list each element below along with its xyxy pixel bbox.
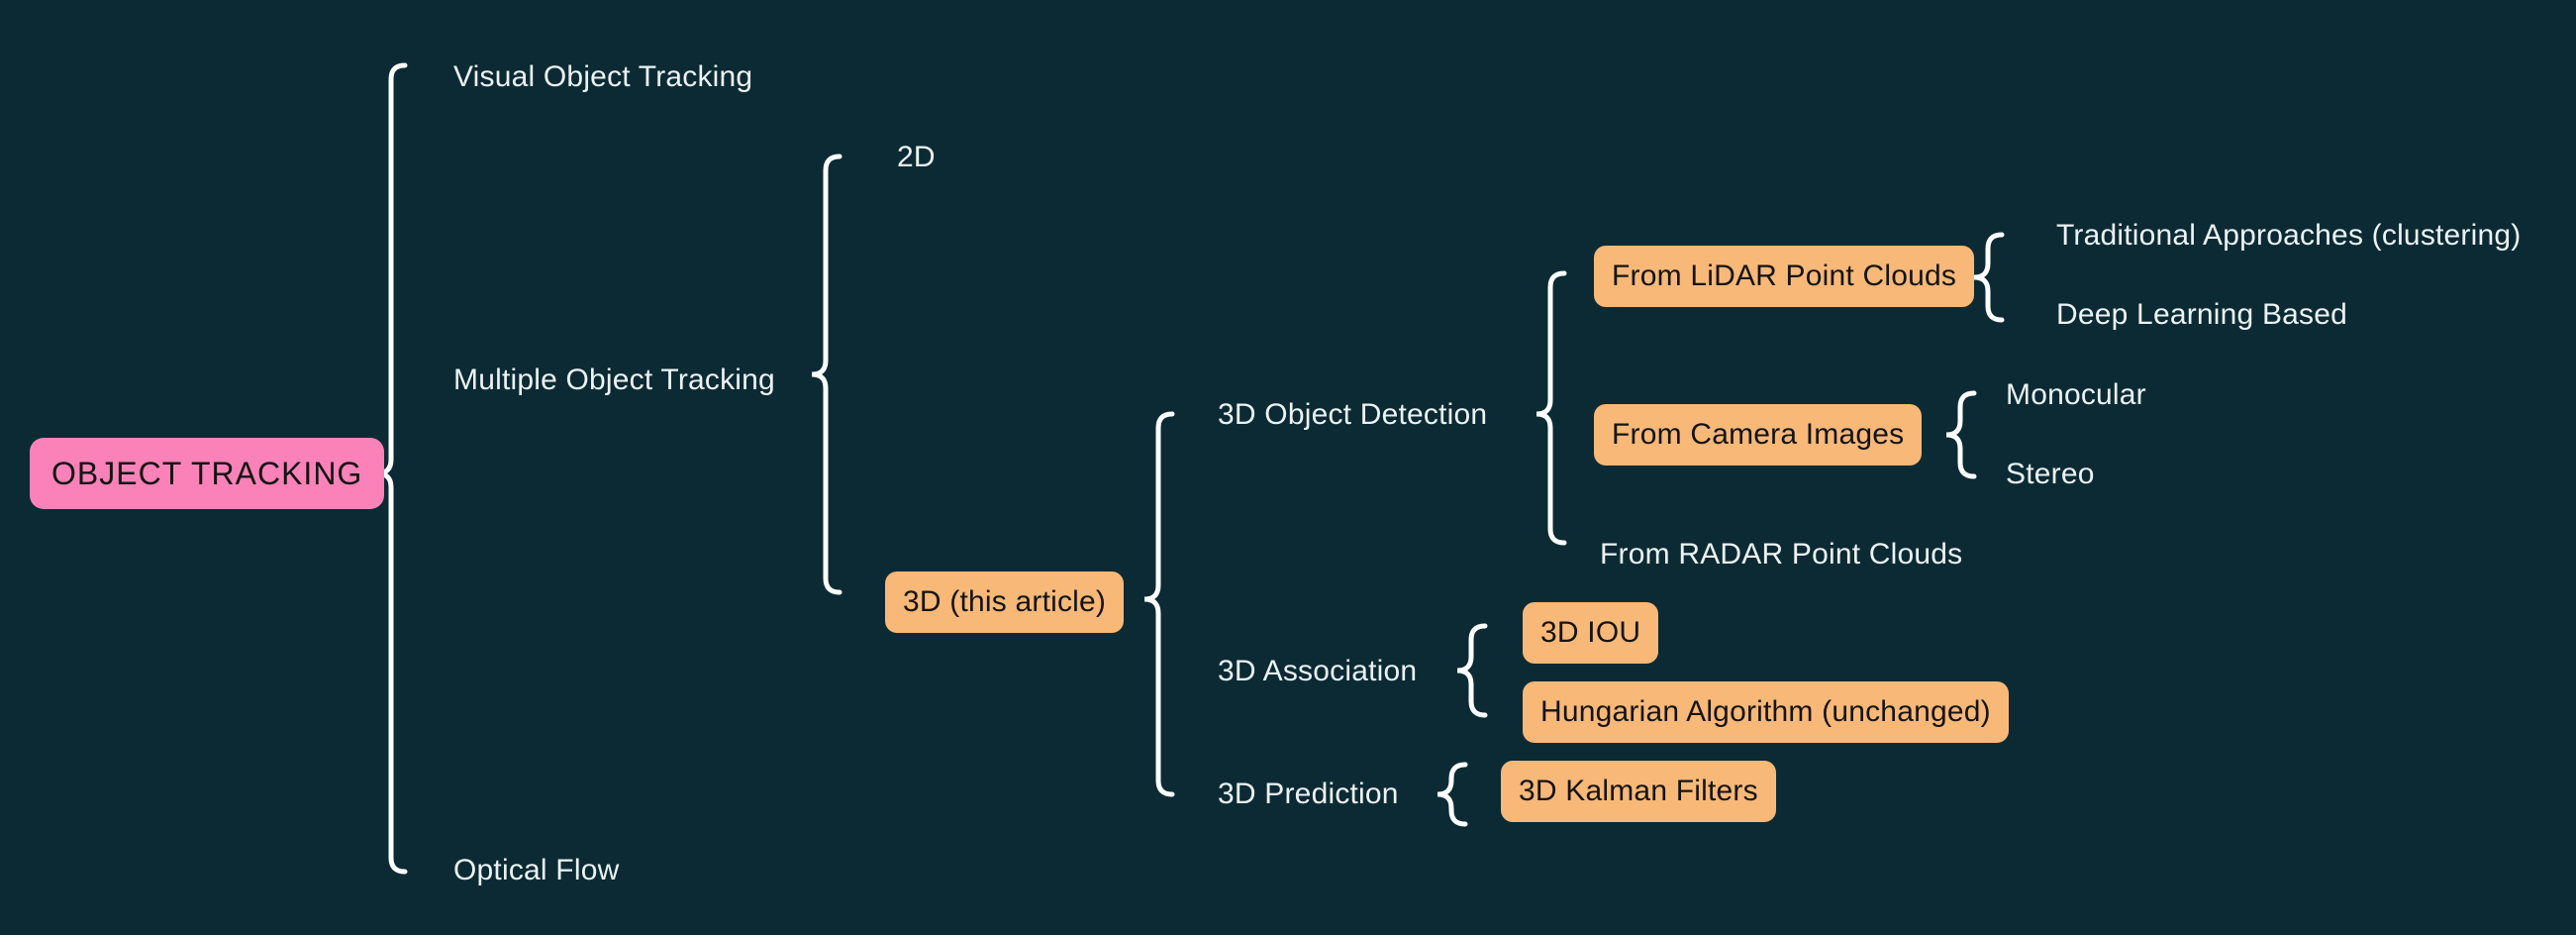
node-optical-flow[interactable]: Optical Flow xyxy=(453,854,620,886)
node-hungarian-algorithm[interactable]: Hungarian Algorithm (unchanged) xyxy=(1523,681,2009,743)
node-3d-this-article[interactable]: 3D (this article) xyxy=(885,571,1125,633)
brace-3d-association xyxy=(1456,623,1488,718)
brace-3d xyxy=(1143,411,1175,797)
brace-3d-object-detection xyxy=(1536,270,1567,546)
node-3d-object-detection[interactable]: 3D Object Detection xyxy=(1218,398,1488,431)
node-stereo[interactable]: Stereo xyxy=(2006,458,2095,490)
brace-lidar xyxy=(1973,232,2005,323)
node-3d-prediction[interactable]: 3D Prediction xyxy=(1218,778,1399,810)
node-from-lidar-point-clouds[interactable]: From LiDAR Point Clouds xyxy=(1594,246,1975,307)
node-from-radar-point-clouds[interactable]: From RADAR Point Clouds xyxy=(1600,538,1963,571)
node-2d[interactable]: 2D xyxy=(897,141,936,173)
brace-3d-prediction xyxy=(1437,762,1468,827)
node-3d-association[interactable]: 3D Association xyxy=(1218,655,1418,687)
node-visual-object-tracking[interactable]: Visual Object Tracking xyxy=(453,60,753,93)
node-deep-learning-based[interactable]: Deep Learning Based xyxy=(2056,298,2348,331)
brace-multiple-object-tracking xyxy=(811,154,842,595)
node-multiple-object-tracking[interactable]: Multiple Object Tracking xyxy=(453,364,775,396)
node-monocular[interactable]: Monocular xyxy=(2006,378,2146,411)
brace-camera xyxy=(1945,390,1977,479)
node-3d-iou[interactable]: 3D IOU xyxy=(1523,602,1659,664)
node-from-camera-images[interactable]: From Camera Images xyxy=(1594,404,1923,466)
node-object-tracking[interactable]: OBJECT TRACKING xyxy=(30,438,385,509)
node-3d-kalman-filters[interactable]: 3D Kalman Filters xyxy=(1501,761,1776,822)
node-traditional-approaches[interactable]: Traditional Approaches (clustering) xyxy=(2056,219,2522,252)
